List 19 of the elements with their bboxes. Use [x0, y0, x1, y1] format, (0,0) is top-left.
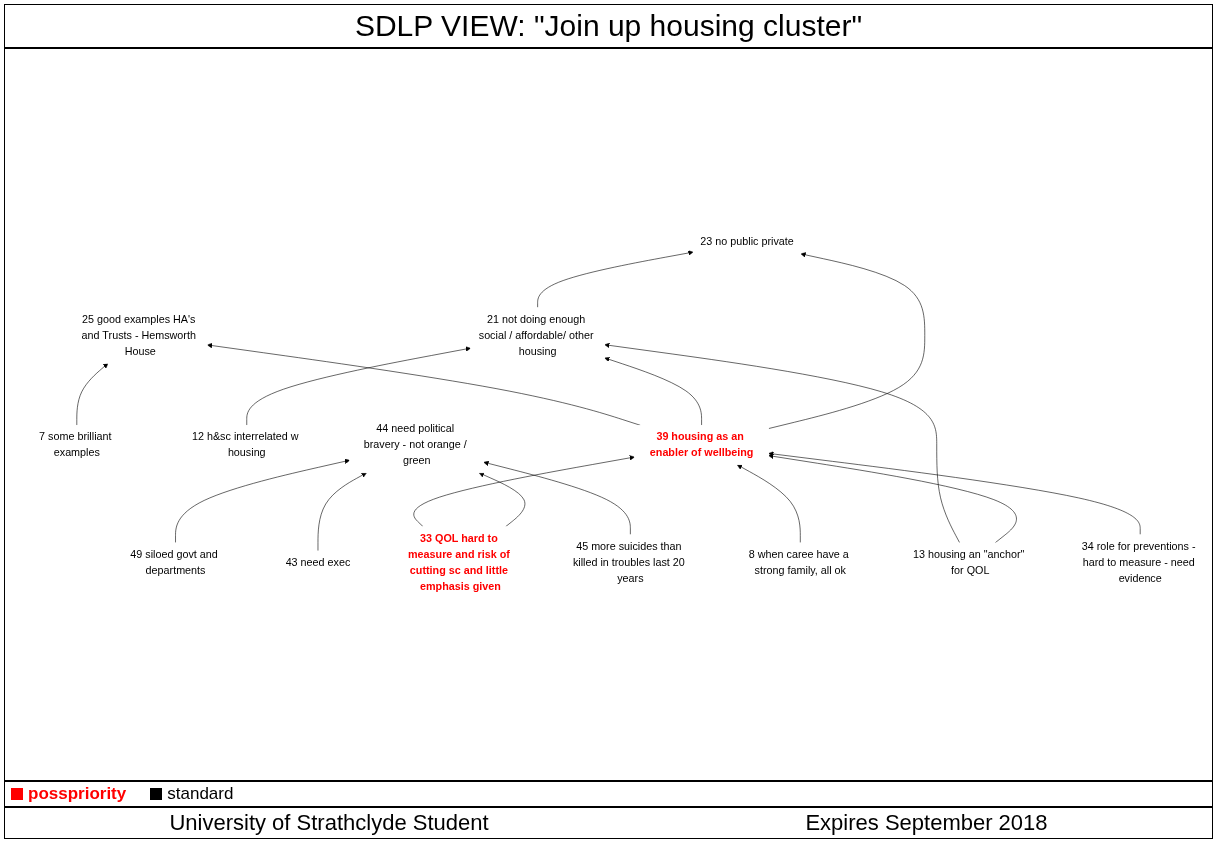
node-text: 25 good examples HA's and Trusts - Hemsworth House	[81, 313, 196, 358]
node-text: 49 siloed govt and departments	[130, 548, 218, 577]
node-text: 23 no public private	[700, 235, 794, 248]
node-text: 12 h&sc interrelated w housing	[191, 430, 299, 459]
footer-text: University of Strathclyde Student	[169, 810, 489, 836]
node-text: 33 QOL hard to measure and risk of cutting sc and little emphasis given	[408, 532, 510, 593]
node-text: 21 not doing enough social / affordable/ other housing	[478, 313, 594, 358]
node-text: 7 some brilliant examples	[39, 430, 112, 459]
legend-label: posspriority	[28, 784, 127, 804]
node-text: 13 housing an "anchor" for QOL	[913, 548, 1025, 577]
node-text: 43 need exec	[285, 556, 351, 569]
diagram-title: SDLP VIEW: "Join up housing cluster"	[5, 5, 1212, 49]
node-text: 39 housing as an enabler of wellbeing	[649, 430, 754, 459]
node-text: 8 when caree have a strong family, all ok	[748, 548, 849, 577]
footer-text: Expires September 2018	[805, 810, 1048, 836]
legend-label: standard	[167, 784, 234, 804]
node-text: 45 more suicides than killed in troubles last 20 years	[572, 540, 685, 585]
node-text: 34 role for preventions - hard to measure - need evidence	[1081, 540, 1196, 585]
node-text: 44 need political bravery - not orange / green	[363, 422, 467, 467]
